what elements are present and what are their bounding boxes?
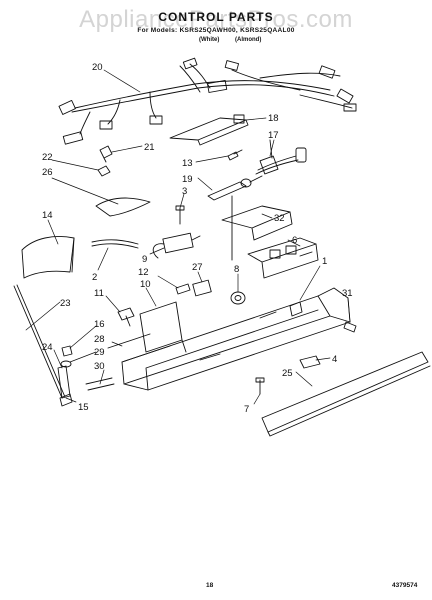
part-rod [13, 284, 66, 399]
part-thermostat-harness [255, 139, 307, 175]
callout-26: 26 [42, 167, 53, 178]
part-knob [230, 291, 246, 305]
callout-11: 11 [94, 288, 104, 299]
part-spacer-28 [107, 333, 151, 349]
part-wire-30 [85, 377, 115, 391]
callout-14: 14 [42, 210, 53, 221]
callout-13: 13 [182, 158, 193, 169]
part-relay [192, 279, 212, 297]
callout-23: 23 [60, 298, 71, 309]
callout-27: 27 [192, 262, 203, 273]
callout-9: 9 [142, 254, 147, 265]
page-number: 18 [206, 582, 214, 589]
part-number: 4379574 [392, 582, 418, 589]
part-screw-7 [255, 377, 265, 395]
callout-1: 1 [322, 256, 327, 267]
part-light-socket [207, 175, 263, 201]
part-tube [91, 239, 139, 249]
callout-labels: 20 18 17 21 22 13 26 19 3 14 32 6 9 2 27… [42, 62, 353, 415]
callout-25: 25 [282, 368, 293, 379]
part-clip [97, 165, 111, 177]
callout-7: 7 [244, 404, 249, 415]
callout-3: 3 [182, 186, 187, 197]
callout-28: 28 [94, 334, 105, 345]
part-switch [152, 232, 201, 259]
part-control-housing [121, 287, 351, 391]
part-trim [261, 351, 431, 437]
callout-29: 29 [94, 347, 105, 358]
watermark: AppliancePartsPros.com [79, 6, 353, 33]
color-almond: (Almond) [235, 37, 262, 43]
wiring-harness [58, 57, 357, 145]
callout-20: 20 [92, 62, 103, 73]
callout-24: 24 [42, 342, 53, 353]
part-light-shield [169, 114, 249, 146]
callout-22: 22 [42, 152, 53, 163]
part-terminal-12 [175, 283, 191, 295]
callout-6: 6 [292, 235, 297, 246]
color-white: (White) [199, 37, 220, 43]
part-screw-16 [61, 345, 73, 357]
part-hinge-24 [57, 365, 71, 399]
part-duct [221, 205, 293, 241]
callout-10: 10 [140, 279, 151, 290]
callout-17: 17 [268, 130, 279, 141]
callout-12: 12 [138, 267, 149, 278]
callout-21: 21 [144, 142, 155, 153]
part-clip-4 [299, 355, 321, 369]
part-screw-3 [175, 205, 185, 225]
callout-8: 8 [234, 264, 239, 275]
part-bracket [117, 307, 135, 327]
part-terminal [99, 145, 113, 163]
part-shield-26 [95, 197, 151, 217]
callout-19: 19 [182, 174, 193, 185]
callout-32: 32 [274, 213, 285, 224]
part-insulation [139, 301, 187, 353]
page-title: CONTROL PARTS [158, 10, 274, 24]
part-control-board [247, 237, 319, 279]
model-list: For Models: KSRS25QAWH00, KSRS25QAAL00 [137, 27, 295, 34]
callout-31: 31 [342, 288, 353, 299]
color-legend: (White) (Almond) [199, 37, 319, 43]
part-bushing-15 [59, 393, 73, 407]
callout-30: 30 [94, 361, 105, 372]
callout-18: 18 [268, 113, 279, 124]
callout-4: 4 [332, 354, 337, 365]
part-screw-31 [343, 321, 357, 333]
part-screw-13 [227, 149, 243, 161]
callout-16: 16 [94, 319, 105, 330]
part-cover [21, 236, 75, 279]
leader-lines [25, 69, 351, 405]
callout-2: 2 [92, 272, 97, 283]
callout-15: 15 [78, 402, 89, 413]
